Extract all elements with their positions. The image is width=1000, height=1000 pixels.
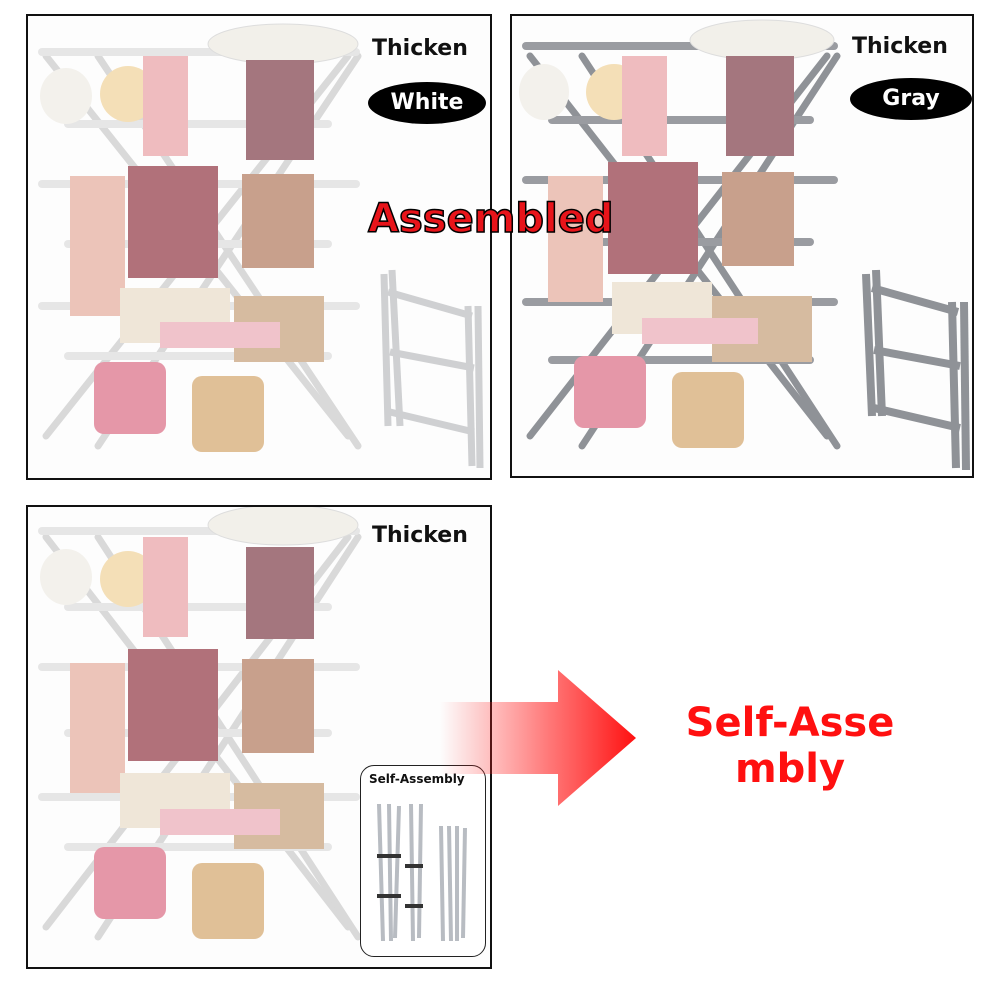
self-rack-illustration [38, 507, 362, 941]
hat-beige [100, 551, 156, 607]
thicken-label: Thicken [372, 36, 468, 61]
self-assembly-label-line-2: mbly [734, 746, 846, 792]
skirt [608, 162, 698, 274]
hat-white [519, 64, 569, 120]
towel-tan [722, 172, 794, 266]
white-rack-panel: Thicken White [26, 14, 492, 480]
self-assembly-label-line-1: Self-Asse [685, 700, 895, 746]
towel-tan [242, 174, 314, 268]
gray-rack-illustration [519, 19, 970, 471]
scarf [143, 537, 188, 637]
self-assembly-kit-label: Self-Assembly [369, 772, 465, 786]
socks [160, 809, 280, 835]
towel-pink [70, 663, 125, 793]
towel-mauve [246, 60, 314, 160]
towel-pink [548, 176, 603, 302]
pillow [207, 23, 359, 65]
color-label-white: White [368, 82, 486, 124]
socks [642, 318, 758, 344]
pillow [207, 507, 359, 546]
thicken-label: Thicken [852, 34, 948, 59]
folded-rack [862, 269, 970, 471]
gray-rack-panel: Thicken Gray [510, 14, 974, 478]
white-rack-illustration [38, 23, 484, 469]
scarf [622, 56, 667, 156]
shoes-tan [192, 863, 264, 939]
color-label-gray: Gray [850, 78, 972, 120]
folded-rack [380, 269, 484, 469]
shoes-pink [94, 847, 166, 919]
self-assembly-label: Self-Asse mbly [645, 700, 935, 792]
towel-tan [242, 659, 314, 753]
skirt [128, 649, 218, 761]
kit-parts-illustration [377, 803, 467, 942]
shoes-pink [94, 362, 166, 434]
shoes-tan [672, 372, 744, 448]
assembled-label: Assembled [367, 195, 614, 243]
hat-white [40, 549, 92, 605]
self-assembly-kit-box: Self-Assembly [360, 765, 486, 957]
towel-mauve [726, 56, 794, 156]
socks [160, 322, 280, 348]
shoes-tan [192, 376, 264, 452]
towel-mauve [246, 547, 314, 639]
scarf [143, 56, 188, 156]
arrow-right-icon [440, 670, 636, 806]
pillow [689, 19, 835, 61]
hat-beige [100, 66, 156, 122]
self-assembly-panel: Thicken Self-Assembly [26, 505, 492, 969]
hat-white [40, 68, 92, 124]
shoes-pink [574, 356, 646, 428]
towel-pink [70, 176, 125, 316]
skirt [128, 166, 218, 278]
thicken-label: Thicken [372, 523, 468, 548]
